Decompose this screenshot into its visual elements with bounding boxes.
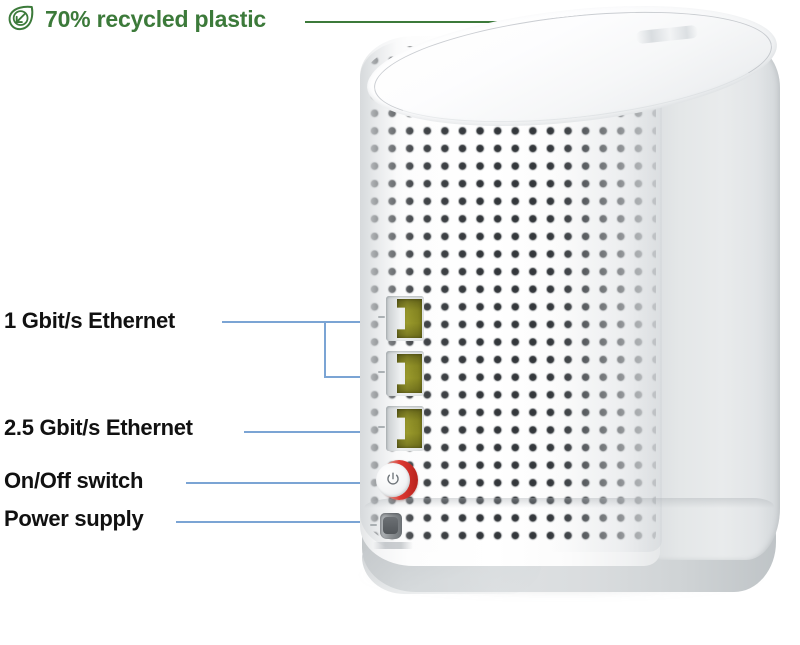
leader-on-off-switch	[186, 482, 386, 484]
ethernet-port-3	[386, 406, 424, 451]
recycled-leaf-icon	[6, 4, 36, 34]
power-button-face	[376, 463, 410, 497]
callout-label-ethernet-25g: 2.5 Gbit/s Ethernet	[4, 415, 193, 440]
leader-ethernet-1g-stem	[222, 321, 326, 323]
power-jack	[383, 517, 398, 534]
callout-label-on-off-switch: On/Off switch	[4, 468, 144, 493]
device-base-seam	[364, 498, 774, 508]
port-tick-3	[378, 426, 385, 428]
port-tick-1	[378, 316, 385, 318]
callout-label-ethernet-1g: 1 Gbit/s Ethernet	[4, 308, 175, 333]
leader-ethernet-1g-branch-top	[324, 321, 392, 323]
leader-ethernet-25g	[244, 431, 392, 433]
power-jack-caption	[373, 542, 413, 549]
router-device	[340, 0, 800, 645]
ethernet-port-1	[386, 296, 424, 341]
leader-power-supply	[176, 521, 384, 523]
power-symbol-icon	[387, 472, 399, 485]
port-tick-2	[378, 371, 385, 373]
callout-label-power-supply: Power supply	[4, 506, 144, 531]
ethernet-port-2	[386, 351, 424, 396]
leader-ethernet-1g-bracket	[324, 321, 326, 378]
eco-callout-label: 70% recycled plastic	[45, 5, 267, 32]
eco-callout: 70% recycled plastic	[6, 4, 266, 34]
port-tick-power	[370, 524, 377, 526]
power-button[interactable]	[376, 460, 418, 502]
eco-leader-line-horizontal	[305, 21, 498, 23]
device-side-panel	[652, 44, 780, 560]
leader-ethernet-1g-branch-bottom	[324, 376, 392, 378]
